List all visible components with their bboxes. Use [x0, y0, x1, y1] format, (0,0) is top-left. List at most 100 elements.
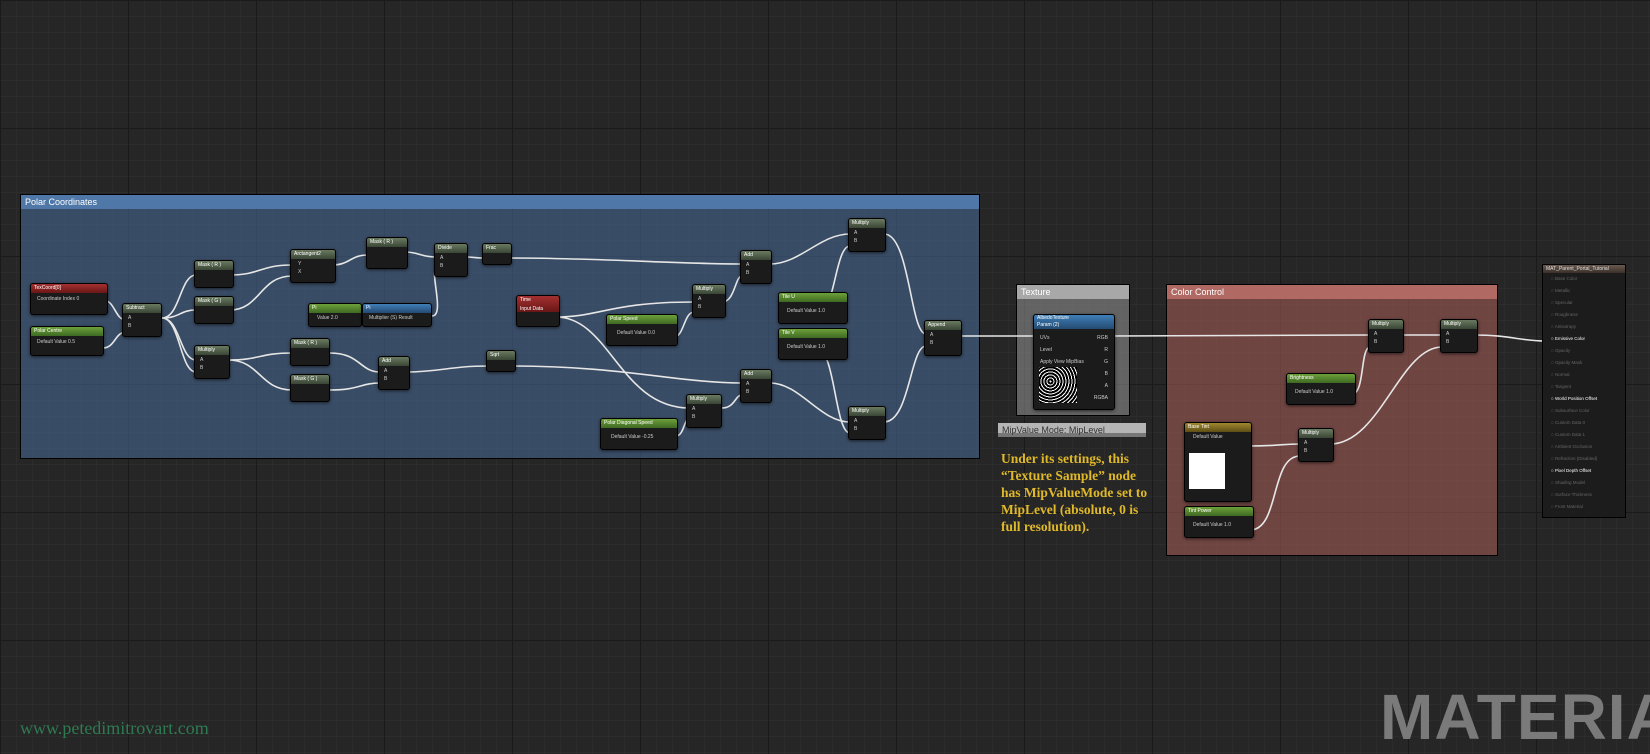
add-node[interactable]: Add A B [378, 356, 410, 390]
result-pin[interactable]: ○ World Position Offset [1551, 396, 1598, 401]
pin-b[interactable]: B [930, 340, 934, 346]
result-pin[interactable]: ○ Normal [1551, 372, 1570, 377]
pin-b[interactable]: B [854, 426, 858, 432]
node-param: Default Value 1.0 [1193, 522, 1231, 528]
multiply-node[interactable]: Multiply A B [1298, 428, 1334, 462]
multiply-node[interactable]: Multiply A B [848, 218, 886, 252]
pin-b[interactable]: B [384, 376, 388, 382]
multiply-node[interactable]: Multiply A B [692, 284, 726, 318]
multiply-node[interactable]: Multiply A B [686, 394, 722, 428]
tile-u-node[interactable]: Tile U Default Value 1.0 [778, 292, 848, 324]
multiply-node[interactable]: Multiply A B [848, 406, 886, 440]
material-result-node[interactable]: MAT_Parent_Portal_Tutorial ○ Base Color○… [1542, 264, 1626, 518]
pin-a[interactable]: A [1104, 383, 1108, 389]
pin-level[interactable]: Level [1040, 347, 1052, 353]
pin-b[interactable]: B [854, 238, 858, 244]
mask-r-node[interactable]: Mask ( R ) [194, 260, 234, 288]
pin-g[interactable]: G [1104, 359, 1108, 365]
add-node[interactable]: Add A B [740, 369, 772, 403]
pin-a[interactable]: A [854, 230, 858, 236]
pin-b[interactable]: B [440, 263, 444, 269]
result-pin[interactable]: ○ Roughness [1551, 312, 1578, 317]
result-pin[interactable]: ○ Surface Thickness [1551, 492, 1592, 497]
result-pin[interactable]: ○ Pixel Depth Offset [1551, 468, 1592, 473]
pin-a[interactable]: A [440, 255, 444, 261]
result-pin[interactable]: ○ Tangent [1551, 384, 1571, 389]
pin-a[interactable]: A [930, 332, 934, 338]
pin-b[interactable]: B [692, 414, 696, 420]
pin-a[interactable]: A [854, 418, 858, 424]
pin-uvs[interactable]: UVs [1040, 335, 1050, 341]
result-pin[interactable]: ○ Custom Data 1 [1551, 432, 1585, 437]
result-pin[interactable]: ○ Refraction (Disabled) [1551, 456, 1598, 461]
multiply-node[interactable]: Multiply A B [1368, 319, 1404, 353]
result-pin[interactable]: ○ Subsurface Color [1551, 408, 1590, 413]
frac-node[interactable]: Frac [482, 243, 512, 265]
pin-b[interactable]: B [200, 365, 204, 371]
mask-r-node[interactable]: Mask ( R ) [366, 237, 408, 269]
result-pin[interactable]: ○ Metallic [1551, 288, 1571, 293]
arctangent2-node[interactable]: Arctangent2 Y X [290, 249, 336, 283]
result-pin[interactable]: ○ Front Material [1551, 504, 1583, 509]
pin-a[interactable]: A [1374, 331, 1378, 337]
pin-a[interactable]: A [1304, 440, 1308, 446]
time-subtitle: Input Data [520, 306, 544, 312]
result-pin[interactable]: ○ Emissive Color [1551, 336, 1585, 341]
result-pin[interactable]: ○ Specular [1551, 300, 1573, 305]
sqrt-node[interactable]: Sqrt [486, 350, 516, 372]
pin-x[interactable]: X [298, 269, 302, 275]
pin-a[interactable]: A [746, 381, 750, 387]
base-tint-node[interactable]: Base Tint Default Value [1184, 422, 1252, 502]
result-pin[interactable]: ○ Shading Model [1551, 480, 1585, 485]
subtract-node[interactable]: Subtract A B [122, 303, 162, 337]
texcoord-node[interactable]: TexCoord[0] Coordinate Index 0 [30, 283, 108, 315]
pin-a[interactable]: A [384, 368, 388, 374]
pin-b[interactable]: B [746, 270, 750, 276]
pin-apply-mipbias[interactable]: Apply View MipBias [1040, 359, 1084, 365]
pin-a[interactable]: A [698, 296, 702, 302]
divide-node[interactable]: Divide A B [434, 243, 468, 277]
polar-speed-node[interactable]: Polar Speed Default Value 0.0 [606, 314, 678, 346]
result-pin[interactable]: ○ Opacity Mask [1551, 360, 1583, 365]
pin-a[interactable]: A [746, 262, 750, 268]
pin-a[interactable]: A [1446, 331, 1450, 337]
pi-multiplier-node[interactable]: Pi Multiplier (S) Result [362, 303, 432, 327]
pin-y[interactable]: Y [298, 261, 302, 267]
polar-diagonal-speed-node[interactable]: Polar Diagonal Speed Default Value -0.25 [600, 418, 678, 450]
pin-b[interactable]: B [1374, 339, 1378, 345]
pin-b[interactable]: B [1304, 448, 1308, 454]
pin-b[interactable]: B [1446, 339, 1450, 345]
polar-coordinates-comment[interactable]: Polar Coordinates [20, 194, 980, 459]
polar-centre-node[interactable]: Polar Centre Default Value 0.5 [30, 326, 104, 356]
node-title: Subtract [123, 304, 161, 313]
result-pin[interactable]: ○ Opacity [1551, 348, 1571, 353]
multiply-node[interactable]: Multiply A B [1440, 319, 1478, 353]
tint-power-node[interactable]: Tint Power Default Value 1.0 [1184, 506, 1254, 538]
pin-rgba[interactable]: RGBA [1093, 395, 1108, 401]
pin-a[interactable]: A [128, 315, 132, 321]
pi-node[interactable]: Pi Value 2.0 [308, 303, 362, 327]
mask-r-node[interactable]: Mask ( R ) [290, 338, 330, 366]
pin-a[interactable]: A [692, 406, 696, 412]
mask-g-node[interactable]: Mask ( G ) [194, 296, 234, 324]
brightness-node[interactable]: Brightness Default Value 1.0 [1286, 373, 1356, 405]
result-pin[interactable]: ○ Anisotropy [1551, 324, 1576, 329]
result-pin[interactable]: ○ Custom Data 0 [1551, 420, 1585, 425]
pin-b[interactable]: B [128, 323, 132, 329]
pin-b[interactable]: B [746, 389, 750, 395]
result-pin[interactable]: ○ Base Color [1551, 276, 1578, 281]
pin-r[interactable]: R [1104, 347, 1108, 353]
pin-rgb[interactable]: RGB [1097, 335, 1108, 341]
tile-v-node[interactable]: Tile V Default Value 1.0 [778, 328, 848, 360]
pin-b[interactable]: B [698, 304, 702, 310]
mask-g-node[interactable]: Mask ( G ) [290, 374, 330, 402]
pin-b[interactable]: B [1104, 371, 1108, 377]
result-pin[interactable]: ○ Ambient Occlusion [1551, 444, 1593, 449]
multiply-node[interactable]: Multiply A B [194, 345, 230, 379]
append-node[interactable]: Append A B [924, 320, 962, 356]
pin-a[interactable]: A [200, 357, 204, 363]
add-node[interactable]: Add A B [740, 250, 772, 284]
